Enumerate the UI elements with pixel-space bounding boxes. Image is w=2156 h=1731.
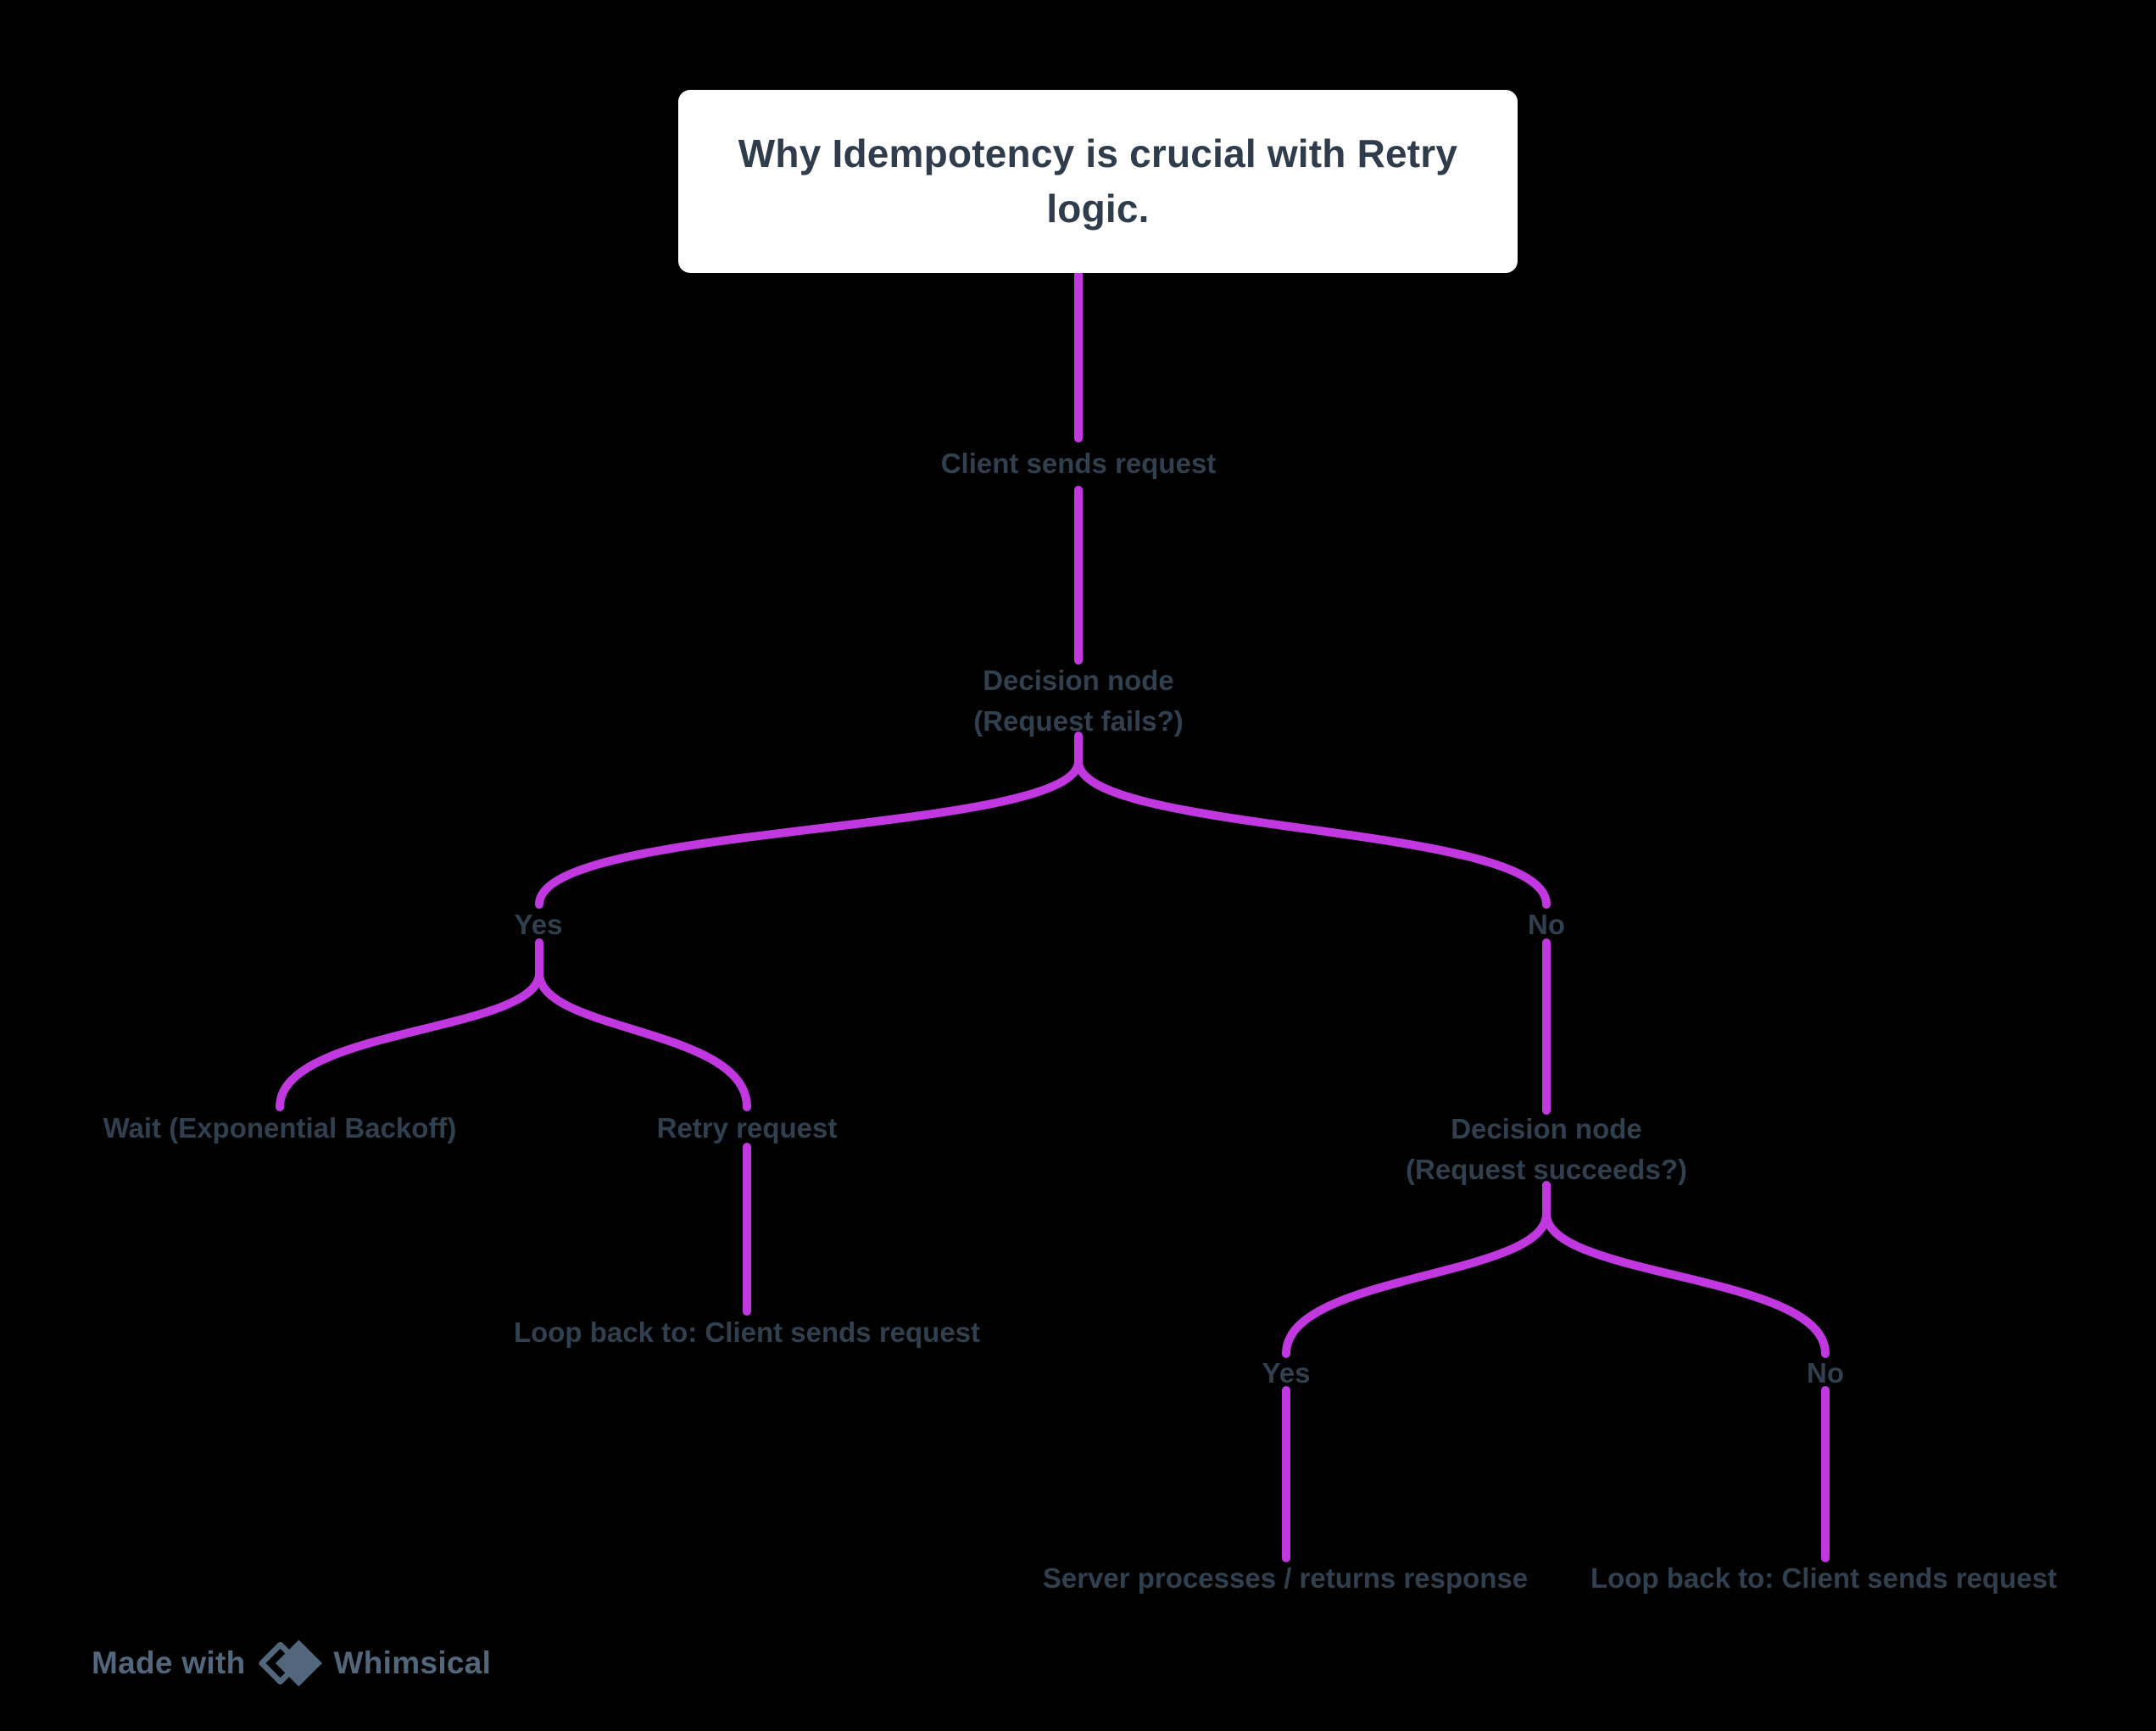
decision1-line2: (Request fails?) [973, 705, 1184, 737]
branch-label-yes-1: Yes [514, 909, 563, 940]
edge-decision2-to-yes2 [1282, 1210, 1551, 1358]
edge-decision2-to-no2 [1542, 1210, 1830, 1358]
branch-label-yes-2: Yes [1262, 1357, 1311, 1389]
edge-decision1-to-yes1 [535, 757, 1083, 909]
edge-decision1-to-no1 [1074, 757, 1551, 909]
root-node: Why Idempotency is crucial with Retry lo… [678, 90, 1518, 273]
node-client-sends-request: Client sends request [940, 448, 1217, 479]
node-decision-request-succeeds: Decision node (Request succeeds?) [1406, 1109, 1687, 1190]
edge-yes1-to-wait [276, 969, 543, 1111]
node-loop-back-left: Loop back to: Client sends request [513, 1316, 981, 1348]
branch-label-no-2: No [1807, 1357, 1844, 1389]
decision2-line2: (Request succeeds?) [1406, 1154, 1687, 1185]
branch-label-no-1: No [1528, 909, 1565, 940]
root-node-title: Why Idempotency is crucial with Retry lo… [738, 131, 1458, 231]
made-with-text: Made with [92, 1645, 246, 1680]
node-retry-request: Retry request [656, 1112, 838, 1144]
whimsical-brand-text: Whimsical [333, 1645, 492, 1680]
node-server-processes: Server processes / returns response [1042, 1562, 1529, 1594]
node-wait-exponential-backoff: Wait (Exponential Backoff) [103, 1112, 457, 1144]
decision1-line1: Decision node [983, 665, 1174, 696]
node-decision-request-fails: Decision node (Request fails?) [973, 660, 1184, 742]
made-with-whimsical-badge[interactable]: Made with Whimsical [92, 1631, 491, 1695]
node-loop-back-right: Loop back to: Client sends request [1590, 1562, 2058, 1594]
decision2-line1: Decision node [1451, 1113, 1642, 1144]
whimsical-diamonds-icon [258, 1639, 322, 1687]
edge-yes1-to-retry [535, 969, 751, 1111]
